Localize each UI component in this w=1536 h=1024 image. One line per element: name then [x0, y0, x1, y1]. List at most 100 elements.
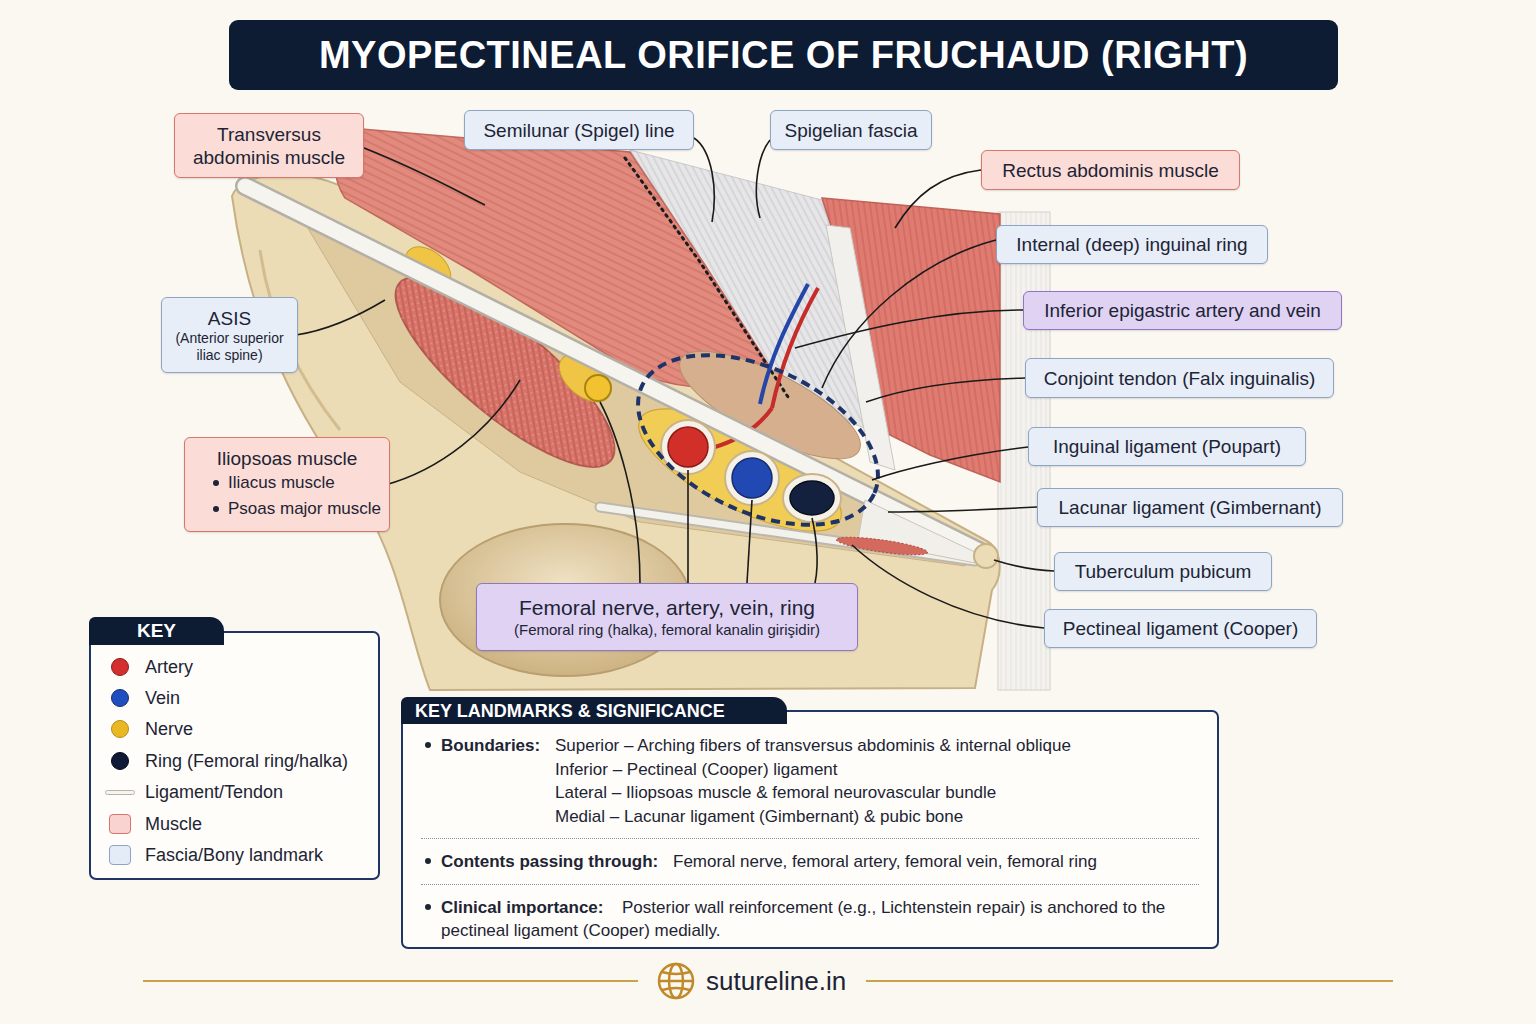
bullet-row: Psoas major muscle [193, 496, 381, 522]
callout-label: Lacunar ligament (Gimbernant) [1059, 496, 1322, 519]
leader-line [895, 170, 981, 228]
watermark: sutureline.in [706, 965, 846, 997]
dotted-separator [421, 838, 1199, 839]
leader-line [385, 380, 520, 485]
callout-label: Semilunar (Spigel) line [483, 119, 674, 142]
globe-icon [659, 964, 693, 998]
callout-label: Tuberculum pubicum [1075, 560, 1252, 583]
legend-swatch [111, 720, 129, 738]
callout-box: Inguinal ligament (Poupart) [1028, 427, 1306, 466]
legend-text: Ligament/Tendon [145, 780, 283, 804]
callout-box: Internal (deep) inguinal ring [996, 225, 1268, 264]
panel-text: Posterior wall reinforcement (e.g., Lich… [441, 896, 1186, 942]
vessel-sheath [783, 474, 841, 522]
leader-line [872, 447, 1028, 480]
callout-label: Conjoint tendon (Falx inguinalis) [1044, 367, 1315, 390]
legend-line-sample [105, 790, 135, 795]
callout-box: Transversus abdominis muscle [174, 113, 364, 178]
vessel-sheath [725, 451, 779, 505]
globe-outline [659, 964, 693, 998]
legend-row: Vein [89, 686, 380, 710]
callout-label: Spigelian fascia [784, 119, 917, 142]
leader-line [747, 500, 752, 583]
callout-box: Conjoint tendon (Falx inguinalis) [1025, 358, 1334, 398]
bullet-item: Iliacus muscle [228, 470, 335, 496]
callout-label: Iliopsoas muscle [193, 447, 381, 470]
info-panel: KEY LANDMARKS & SIGNIFICANCEBoundaries:S… [401, 697, 1219, 949]
callout-box: Semilunar (Spigel) line [464, 110, 694, 150]
callout-box: Lacunar ligament (Gimbernant) [1037, 488, 1343, 527]
callout-sublabel: (Anterior superior iliac spine) [166, 330, 293, 364]
callout-label: Rectus abdominis muscle [1002, 159, 1218, 182]
leader-line [687, 470, 689, 583]
orifice-outline [612, 321, 905, 560]
legend-text: Vein [145, 686, 180, 710]
legend-row: Artery [89, 655, 380, 679]
callout-box: Femoral nerve, artery, vein, ring(Femora… [476, 583, 858, 651]
leader-line [795, 310, 1023, 348]
legend-text: Ring (Femoral ring/halka) [145, 749, 348, 773]
femoral-vein [732, 458, 772, 498]
globe-equator [659, 980, 693, 983]
callout-box: Spigelian fascia [770, 110, 932, 150]
dotted-separator [421, 884, 1199, 885]
panel-label: Boundaries: [441, 734, 540, 757]
legend-text: Artery [145, 655, 193, 679]
bullet-dot [425, 904, 431, 910]
callout-label: Femoral nerve, artery, vein, ring [519, 595, 815, 621]
legend-text: Nerve [145, 717, 193, 741]
globe-latitude [662, 988, 690, 990]
callout-sublabel: (Femoral ring (halka), femoral kanalin g… [514, 621, 820, 639]
callout-box: Pectineal ligament (Cooper) [1044, 609, 1317, 648]
bullet-dot [213, 506, 219, 512]
legend-swatch [111, 689, 129, 707]
panel-text: Superior – Arching fibers of transversus… [555, 734, 1071, 757]
panel-text: Lateral – Iliopsoas muscle & femoral neu… [555, 781, 996, 804]
legend-row: Nerve [89, 717, 380, 741]
legend-swatch [109, 845, 131, 865]
legend-row: Ligament/Tendon [89, 780, 380, 804]
leader-line [812, 518, 817, 583]
leader-line [694, 138, 714, 222]
leader-line [994, 560, 1054, 571]
pectineal-vessel [836, 534, 929, 559]
femoral-ring [790, 481, 834, 515]
legend-row: Fascia/Bony landmark [89, 843, 380, 867]
bullet-dot [425, 858, 431, 864]
callout-box: Rectus abdominis muscle [981, 150, 1240, 190]
legend-swatch [111, 752, 129, 770]
footer-rule [143, 980, 638, 982]
bullet-dot [213, 480, 219, 486]
pubic-tubercle [974, 544, 998, 568]
leader-line [822, 240, 996, 388]
title-text: MYOPECTINEAL ORIFICE OF FRUCHAUD (RIGHT) [319, 34, 1248, 77]
callout-label: Inferior epigastric artery and vein [1044, 299, 1321, 322]
legend-swatch [111, 658, 129, 676]
panel-label: Clinical importance: [441, 896, 603, 919]
panel-label: Contents passing through: [441, 850, 658, 873]
epigastric-vein [760, 284, 808, 404]
callout-box: ASIS(Anterior superior iliac spine) [161, 297, 298, 373]
femoral-artery [668, 427, 708, 467]
legend-text: Fascia/Bony landmark [145, 843, 323, 867]
callout-box: Inferior epigastric artery and vein [1023, 291, 1342, 330]
callout-label: Internal (deep) inguinal ring [1016, 233, 1247, 256]
callout-box: Iliopsoas muscleIliacus musclePsoas majo… [184, 437, 390, 532]
footer-rule [866, 980, 1393, 982]
callout-label: ASIS [208, 307, 251, 330]
legend-row: Ring (Femoral ring/halka) [89, 749, 380, 773]
leader-line [364, 148, 485, 205]
leader-line [852, 545, 1044, 628]
callout-box: Tuberculum pubicum [1054, 552, 1272, 591]
leader-line [888, 507, 1037, 512]
title-banner: MYOPECTINEAL ORIFICE OF FRUCHAUD (RIGHT) [229, 20, 1338, 90]
leader-line [600, 402, 640, 583]
femoral-nerve [585, 375, 611, 401]
bullet-row: Iliacus muscle [193, 470, 381, 496]
legend-row: Muscle [89, 812, 380, 836]
callout-label: Inguinal ligament (Poupart) [1053, 435, 1281, 458]
leader-line [866, 378, 1025, 402]
bullet-dot [425, 742, 431, 748]
leader-lines [296, 138, 1054, 628]
